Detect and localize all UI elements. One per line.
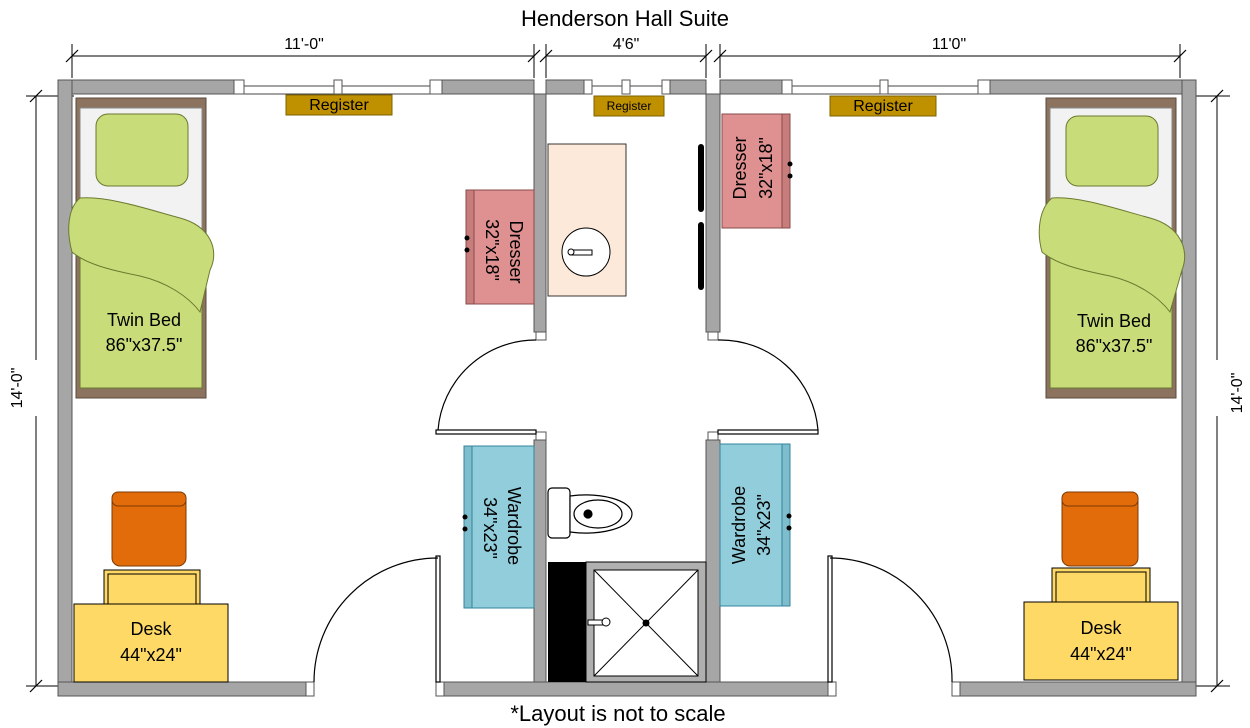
dimension-ticks	[29, 49, 1224, 693]
wardrobe-right-size: 34"x23"	[754, 494, 774, 556]
register-bath	[593, 95, 665, 117]
plan-title: Henderson Hall Suite	[521, 6, 729, 31]
desk-right-name: Desk	[1080, 618, 1122, 638]
register-right-label: Register	[853, 98, 913, 115]
desk-right	[1023, 601, 1179, 681]
dresser-right	[721, 113, 791, 229]
door-bath-right[interactable]	[717, 339, 819, 435]
wardrobe-right	[719, 443, 791, 607]
door-right-room[interactable]	[827, 555, 953, 683]
dresser-left-name: Dresser	[506, 220, 526, 283]
bed-right-size: 86"x37.5"	[1076, 336, 1153, 356]
wardrobe-left	[463, 445, 535, 609]
desk-left	[73, 603, 229, 683]
dimension-bath-width: 4'6"	[613, 36, 640, 53]
register-left-label: Register	[309, 97, 369, 114]
dimension-right-width: 11'0"	[932, 36, 966, 53]
pillow-right	[1065, 115, 1159, 187]
windows	[233, 79, 991, 95]
dimension-left-depth: 14'-0"	[9, 368, 26, 409]
chair-right	[1061, 491, 1139, 567]
toilet	[547, 487, 633, 539]
bed-left-name: Twin Bed	[107, 310, 181, 330]
footnote: *Layout is not to scale	[510, 701, 725, 726]
dimension-right-depth: 14'-0"	[1229, 373, 1246, 414]
dresser-right-name: Dresser	[730, 136, 750, 199]
bed-right	[1038, 97, 1186, 399]
pillow-left	[95, 113, 189, 187]
towel-bar-lower	[698, 222, 704, 290]
towel-bar-upper	[698, 144, 704, 212]
dresser-left-size: 32"x18"	[482, 219, 502, 281]
wardrobe-left-size: 34"x23"	[480, 497, 500, 559]
desk-left-name: Desk	[130, 619, 172, 639]
dimension-left-width: 11'-0"	[284, 36, 324, 53]
door-jambs	[305, 331, 961, 697]
wardrobe-right-name: Wardrobe	[729, 486, 749, 564]
door-bath-left[interactable]	[435, 339, 537, 435]
dresser-right-size: 32"x18"	[756, 137, 776, 199]
desk-right-hutch	[1051, 567, 1151, 605]
desk-left-size: 44"x24"	[120, 645, 182, 665]
desk-right-size: 44"x24"	[1070, 644, 1132, 664]
shower	[585, 561, 707, 683]
register-bath-label: Register	[607, 99, 652, 113]
chair-left	[111, 491, 187, 567]
register-left	[285, 94, 393, 116]
bed-left-size: 86"x37.5"	[106, 335, 183, 355]
shower-ledge	[548, 562, 586, 682]
door-left-room[interactable]	[313, 555, 441, 683]
desk-left-hutch	[103, 569, 201, 607]
wardrobe-left-name: Wardrobe	[504, 487, 524, 565]
bed-left	[68, 97, 215, 399]
register-right	[829, 95, 937, 117]
bed-right-name: Twin Bed	[1077, 311, 1151, 331]
